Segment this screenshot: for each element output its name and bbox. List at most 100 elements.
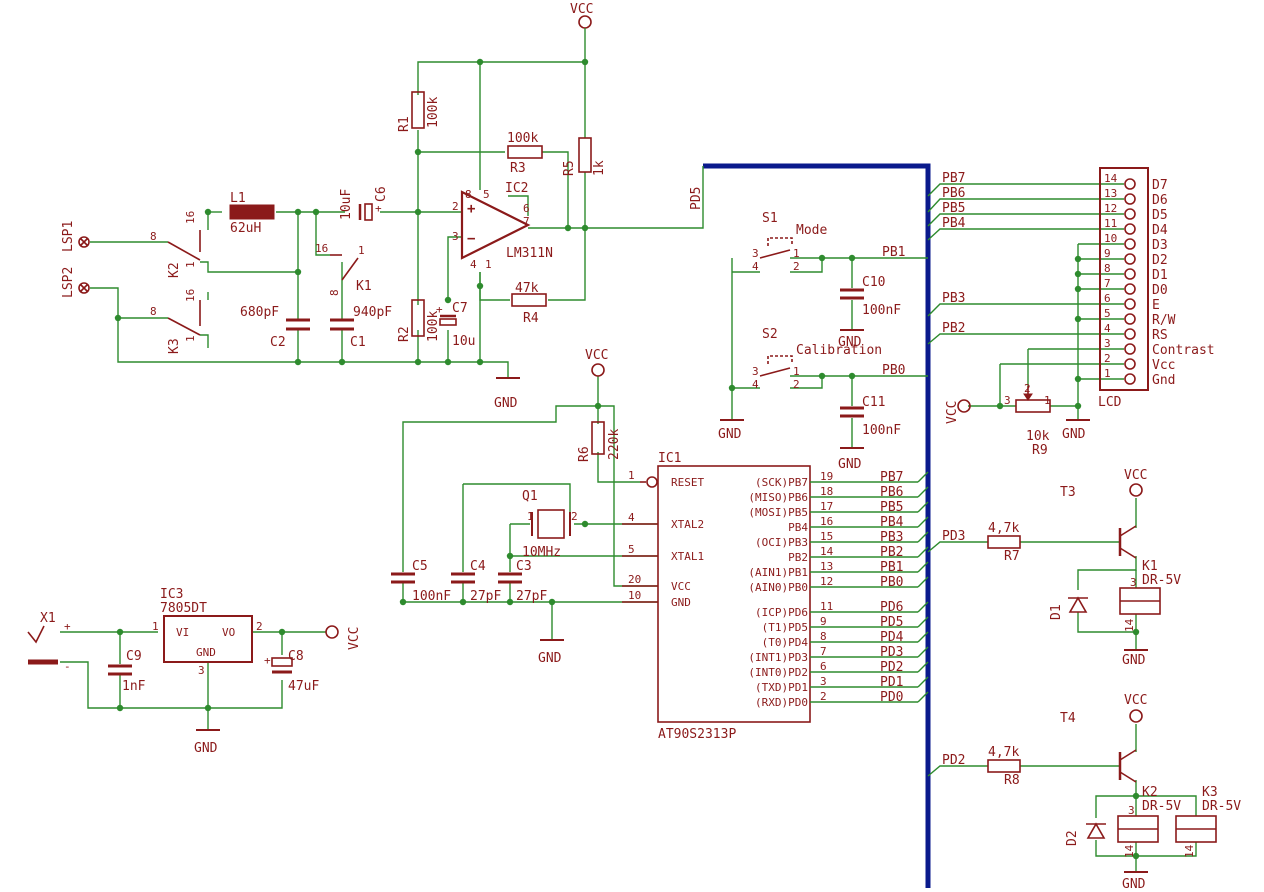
svg-text:PD2: PD2 <box>942 753 965 768</box>
lcd-pin-number: 10 <box>1104 232 1117 245</box>
crystal-q1: Q1 10MHz 1 2 <box>522 489 578 560</box>
lcd-pin-name: Gnd <box>1152 373 1175 388</box>
net-pd5: PD5 <box>689 187 704 210</box>
svg-text:100nF: 100nF <box>862 303 901 318</box>
capacitor-c2: 680pF C2 <box>240 305 310 350</box>
switch-s1[interactable]: S1 Mode 3 4 1 2 <box>752 211 827 273</box>
svg-text:R1: R1 <box>397 116 412 132</box>
svg-text:C2: C2 <box>270 335 286 350</box>
svg-text:LSP1: LSP1 <box>61 221 76 252</box>
svg-text:PD5: PD5 <box>689 187 704 210</box>
svg-text:+: + <box>436 303 443 316</box>
gnd-symbol-switches: GND <box>718 419 744 442</box>
lcd-pin-number: 8 <box>1104 262 1111 275</box>
mcu-pin-number: 11 <box>820 600 833 613</box>
svg-text:K3: K3 <box>167 338 182 354</box>
svg-text:2: 2 <box>793 260 800 273</box>
mcu-pin-name: (MISO)PB6 <box>748 491 808 504</box>
lcd-pin: 10 D3 <box>1104 232 1168 253</box>
mcu-pin-number: 7 <box>820 645 827 658</box>
resistor-r2: R2 100k <box>397 299 441 342</box>
lcd-pin-name: D3 <box>1152 238 1168 253</box>
svg-text:VCC: VCC <box>347 627 362 650</box>
svg-text:100k: 100k <box>426 311 441 342</box>
lcd-pin-number: 6 <box>1104 292 1111 305</box>
capacitor-c9: C9 1nF <box>108 649 146 694</box>
speaker-lsp1: LSP1 <box>61 221 90 252</box>
svg-text:−: − <box>467 231 475 247</box>
svg-text:PB1: PB1 <box>882 245 905 260</box>
switch-s2[interactable]: S2 Calibration 3 4 1 2 <box>752 327 882 391</box>
svg-text:PB5: PB5 <box>942 201 965 216</box>
resistor-r5: R5 1k <box>562 137 607 176</box>
svg-text:220k: 220k <box>607 429 622 460</box>
svg-text:14: 14 <box>1183 844 1196 858</box>
svg-text:C10: C10 <box>862 275 885 290</box>
svg-text:4: 4 <box>752 378 759 391</box>
svg-text:1nF: 1nF <box>122 679 146 694</box>
svg-text:27pF: 27pF <box>516 589 547 604</box>
capacitor-c6: + 10uF C6 <box>339 186 389 221</box>
svg-text:27pF: 27pF <box>470 589 501 604</box>
svg-text:14: 14 <box>1123 618 1136 632</box>
mcu-pin-net: PB5 <box>880 500 903 515</box>
svg-text:10u: 10u <box>452 334 475 349</box>
mcu-pin-name: (OCI)PB3 <box>755 536 808 549</box>
svg-text:16: 16 <box>315 242 328 255</box>
mcu-pin-number: 19 <box>820 470 833 483</box>
svg-text:5: 5 <box>483 188 490 201</box>
mcu-pin-name: RESET <box>671 476 704 489</box>
mcu-pin-name: GND <box>671 596 691 609</box>
mcu-pin-number: 12 <box>820 575 833 588</box>
vcc-symbol-lcd: VCC <box>945 399 971 424</box>
driver-t4: PD2 4,7k R8 T4 VCC K2 DR-5V K3 DR-5V 3 1… <box>927 693 1241 892</box>
vcc-symbol-top: VCC <box>570 2 593 29</box>
mcu-pin-name: (INT0)PD2 <box>748 666 808 679</box>
svg-text:VCC: VCC <box>570 2 593 17</box>
svg-text:VCC: VCC <box>1124 468 1147 483</box>
mcu-pin-number: 13 <box>820 560 833 573</box>
mcu-pin-name: (TXD)PD1 <box>755 681 808 694</box>
lcd-pin-name: Contrast <box>1152 343 1215 358</box>
svg-text:+: + <box>64 620 71 633</box>
mcu-pin-number: 3 <box>820 675 827 688</box>
svg-text:K2: K2 <box>167 262 182 278</box>
capacitor-c8: + C8 47uF <box>264 649 319 694</box>
svg-text:LM311N: LM311N <box>506 246 553 261</box>
relay-contact-k2: 8 16 1 K2 <box>150 211 201 278</box>
svg-text:R8: R8 <box>1004 773 1020 788</box>
mcu-pin-number: 16 <box>820 515 833 528</box>
mcu-pin-net: PD2 <box>880 660 903 675</box>
svg-text:GND: GND <box>194 741 218 756</box>
mcu-pin-net: PB4 <box>880 515 904 530</box>
capacitor-c4: C4 27pF <box>451 559 501 604</box>
svg-text:100nF: 100nF <box>862 423 901 438</box>
mcu-pin-name: (AIN1)PB1 <box>748 566 808 579</box>
svg-text:R5: R5 <box>562 160 577 176</box>
lcd-pin-name: D5 <box>1152 208 1168 223</box>
lcd-pin-name: RS <box>1152 328 1168 343</box>
mcu-pin-net: PD5 <box>880 615 903 630</box>
mcu-pin-net: PB0 <box>880 575 903 590</box>
lcd-pin-number: 4 <box>1104 322 1111 335</box>
relay-contact-k1: 16 1 8 K1 <box>315 242 372 296</box>
svg-text:GND: GND <box>838 457 862 472</box>
svg-text:100k: 100k <box>507 131 538 146</box>
vcc-symbol-regulator: VCC <box>325 625 362 650</box>
capacitor-c1: 940pF C1 <box>330 305 392 350</box>
mcu-pin-number: 4 <box>628 511 635 524</box>
